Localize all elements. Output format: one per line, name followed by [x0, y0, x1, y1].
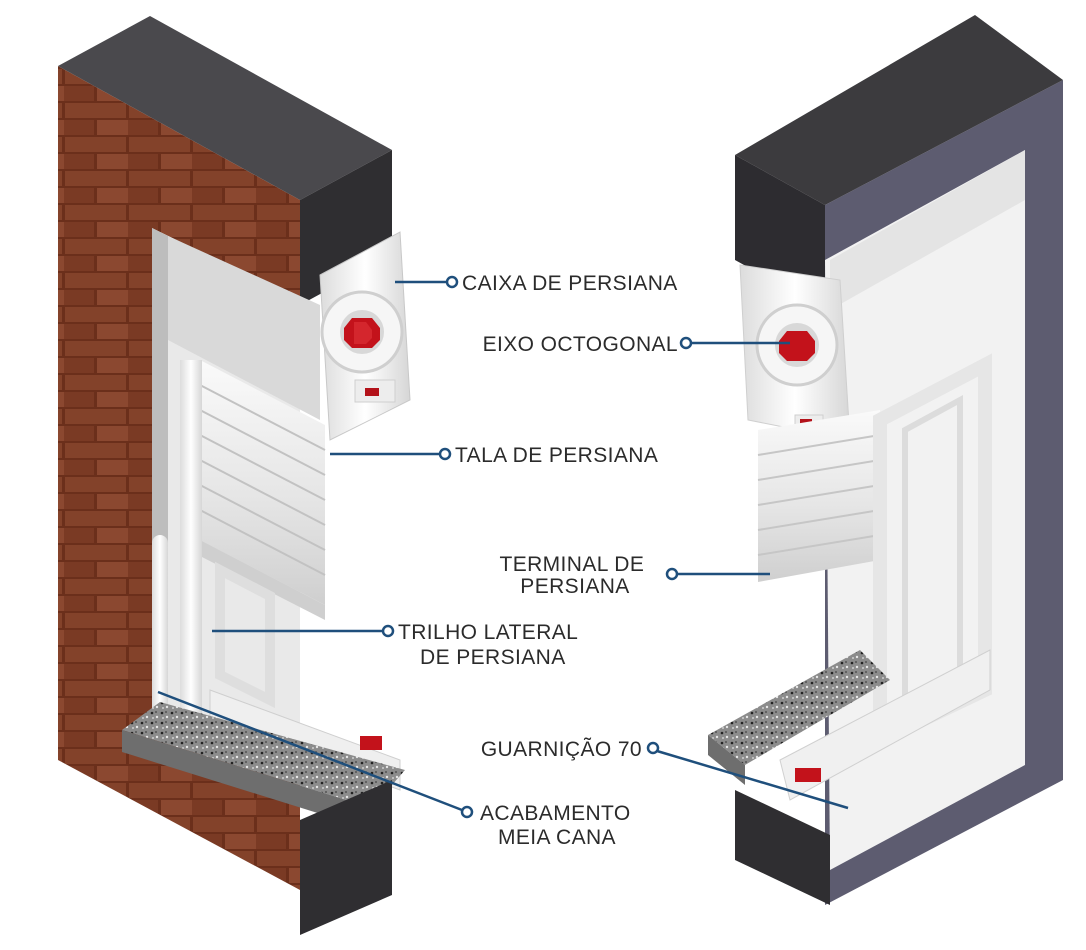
left-axle — [320, 290, 404, 374]
left-shutter-slats — [199, 360, 326, 605]
callout-terminal — [665, 567, 770, 581]
callout-trilho — [212, 624, 395, 638]
label-trilho-line-2: DE PERSIANA — [420, 646, 566, 669]
left-granite-sill — [122, 702, 405, 935]
callout-caixa — [395, 275, 459, 289]
left-lateral-rails — [152, 360, 202, 730]
label-trilho-line-1: TRILHO LATERAL — [398, 621, 577, 644]
label-guarnicao-line-1: GUARNIÇÃO 70 — [481, 737, 642, 761]
label-eixo-line-1: EIXO OCTOGONAL — [483, 333, 678, 356]
left-box-clips — [354, 379, 396, 403]
label-terminal: TERMINAL DE PERSIANA — [499, 553, 650, 598]
callout-guarnicao — [646, 741, 849, 810]
right-lintel-top — [735, 15, 1063, 205]
label-acabamento-line-1: ACABAMENTO — [480, 802, 631, 825]
lintel-top — [58, 16, 392, 200]
callout-eixo — [679, 336, 790, 350]
label-terminal-line-1: TERMINAL DE — [499, 553, 644, 576]
right-window-frame — [779, 353, 992, 801]
shutter-box-face — [168, 236, 320, 420]
callouts — [157, 275, 849, 819]
label-tala: TALA DE PERSIANA — [455, 444, 658, 467]
right-reveal-strip — [830, 150, 1025, 310]
right-granite-sill — [708, 650, 890, 905]
label-caixa: CAIXA DE PERSIANA — [462, 272, 678, 295]
right-assembly — [708, 15, 1063, 905]
label-tala-line-1: TALA DE PERSIANA — [455, 444, 658, 467]
left-assembly — [58, 16, 411, 935]
right-shutter-slats — [757, 410, 881, 582]
label-eixo: EIXO OCTOGONAL — [483, 333, 678, 356]
callout-tala — [330, 447, 452, 461]
right-axle — [755, 303, 839, 387]
callout-labels: CAIXA DE PERSIANA EIXO OCTOGONAL TALA DE… — [398, 272, 678, 849]
label-acabamento-line-2: MEIA CANA — [498, 826, 616, 849]
label-guarnicao: GUARNIÇÃO 70 — [481, 737, 642, 761]
label-caixa-line-1: CAIXA DE PERSIANA — [462, 272, 678, 295]
label-terminal-line-2: PERSIANA — [520, 575, 629, 598]
label-acabamento: ACABAMENTO MEIA CANA — [480, 802, 637, 849]
callout-acabamento — [157, 690, 474, 819]
label-trilho: TRILHO LATERAL DE PERSIANA — [398, 621, 584, 669]
